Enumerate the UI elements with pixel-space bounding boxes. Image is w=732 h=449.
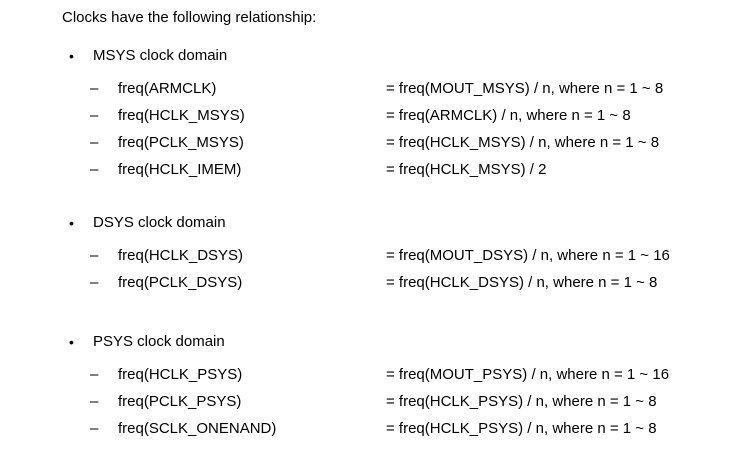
clock-relationship-row: – freq(PCLK_DSYS) = freq(HCLK_DSYS) / n,…: [0, 274, 732, 301]
clock-formula: = freq(MOUT_DSYS) / n, where n = 1 ~ 16: [386, 247, 670, 264]
bullet-icon: •: [69, 48, 74, 64]
clock-formula: = freq(HCLK_DSYS) / n, where n = 1 ~ 8: [386, 274, 658, 291]
clock-name: freq(HCLK_PSYS): [118, 366, 243, 383]
section-heading-row: • MSYS clock domain: [0, 47, 732, 80]
section-msys: • MSYS clock domain – freq(ARMCLK) = fre…: [0, 47, 732, 188]
clock-name: freq(HCLK_MSYS): [118, 107, 245, 124]
dash-icon: –: [90, 134, 99, 151]
clock-relationship-row: – freq(HCLK_DSYS) = freq(MOUT_DSYS) / n,…: [0, 247, 732, 274]
clock-formula: = freq(MOUT_MSYS) / n, where n = 1 ~ 8: [386, 80, 664, 97]
clock-relationship-row: – freq(ARMCLK) = freq(MOUT_MSYS) / n, wh…: [0, 80, 732, 107]
clock-relationship-row: – freq(HCLK_MSYS) = freq(ARMCLK) / n, wh…: [0, 107, 732, 134]
dash-icon: –: [90, 247, 99, 264]
intro-text: Clocks have the following relationship:: [62, 9, 317, 26]
clock-relationship-row: – freq(PCLK_MSYS) = freq(HCLK_MSYS) / n,…: [0, 134, 732, 161]
clock-name: freq(HCLK_IMEM): [118, 161, 242, 178]
dash-icon: –: [90, 107, 99, 124]
dash-icon: –: [90, 161, 99, 178]
bullet-icon: •: [69, 334, 74, 350]
clock-formula: = freq(HCLK_PSYS) / n, where n = 1 ~ 8: [386, 420, 657, 437]
clock-relationship-row: – freq(HCLK_IMEM) = freq(HCLK_MSYS) / 2: [0, 161, 732, 188]
clock-name: freq(PCLK_MSYS): [118, 134, 244, 151]
clock-name: freq(PCLK_DSYS): [118, 274, 243, 291]
clock-formula: = freq(ARMCLK) / n, where n = 1 ~ 8: [386, 107, 631, 124]
clock-formula: = freq(MOUT_PSYS) / n, where n = 1 ~ 16: [386, 366, 670, 383]
clock-relationship-row: – freq(SCLK_ONENAND) = freq(HCLK_PSYS) /…: [0, 420, 732, 447]
clock-formula: = freq(HCLK_MSYS) / 2: [386, 161, 547, 178]
clock-name: freq(SCLK_ONENAND): [118, 420, 277, 437]
dash-icon: –: [90, 274, 99, 291]
clock-name: freq(HCLK_DSYS): [118, 247, 244, 264]
section-heading-row: • DSYS clock domain: [0, 214, 732, 247]
clock-name: freq(ARMCLK): [118, 80, 217, 97]
clock-relationship-row: – freq(PCLK_PSYS) = freq(HCLK_PSYS) / n,…: [0, 393, 732, 420]
dash-icon: –: [90, 393, 99, 410]
section-dsys: • DSYS clock domain – freq(HCLK_DSYS) = …: [0, 214, 732, 301]
section-psys: • PSYS clock domain – freq(HCLK_PSYS) = …: [0, 333, 732, 447]
clock-name: freq(PCLK_PSYS): [118, 393, 242, 410]
section-heading: MSYS clock domain: [93, 47, 228, 64]
clock-formula: = freq(HCLK_MSYS) / n, where n = 1 ~ 8: [386, 134, 660, 151]
section-heading: PSYS clock domain: [93, 333, 225, 350]
section-heading: DSYS clock domain: [93, 214, 226, 231]
section-heading-row: • PSYS clock domain: [0, 333, 732, 366]
dash-icon: –: [90, 366, 99, 383]
clock-relationship-row: – freq(HCLK_PSYS) = freq(MOUT_PSYS) / n,…: [0, 366, 732, 393]
dash-icon: –: [90, 420, 99, 437]
dash-icon: –: [90, 80, 99, 97]
bullet-icon: •: [69, 215, 74, 231]
clock-formula: = freq(HCLK_PSYS) / n, where n = 1 ~ 8: [386, 393, 657, 410]
